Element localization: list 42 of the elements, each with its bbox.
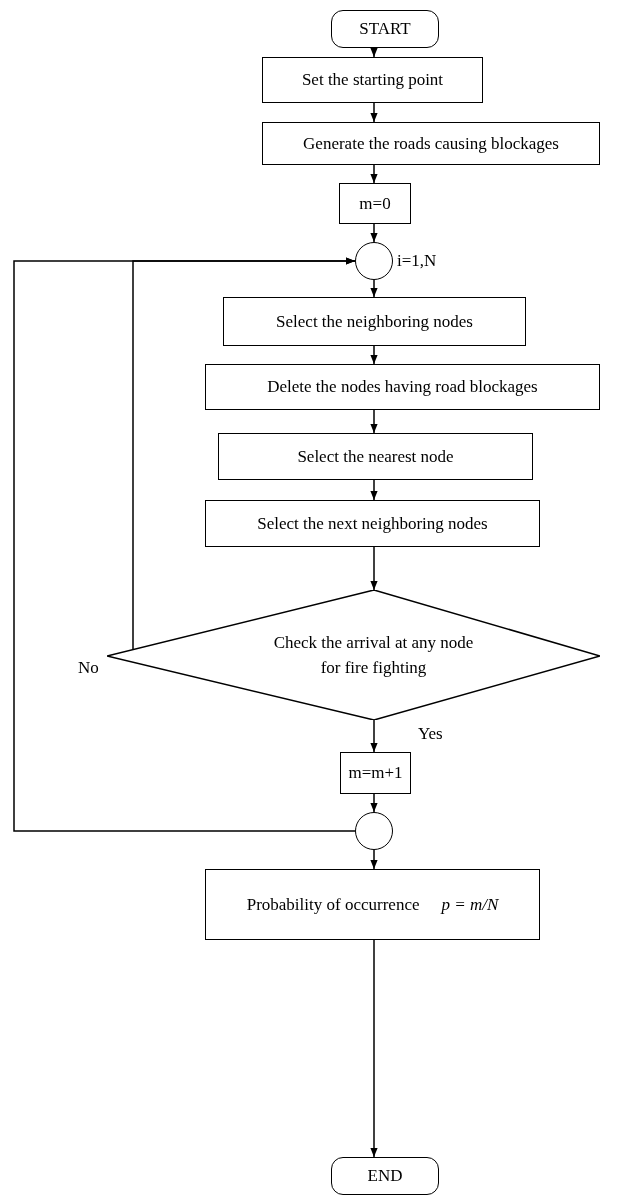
- node-label: Select the neighboring nodes: [276, 311, 473, 332]
- arrow: [370, 47, 378, 58]
- arrow: [370, 164, 378, 184]
- node-label: Select the nearest node: [297, 446, 454, 467]
- arrow: [370, 479, 378, 501]
- connector-circle: [355, 812, 393, 850]
- process-box: [262, 122, 600, 165]
- arrow: [370, 546, 378, 591]
- arrow: [370, 223, 378, 243]
- process-box: [223, 297, 526, 346]
- arrow: [370, 279, 378, 298]
- connector-circle: [355, 242, 393, 280]
- arrow: [370, 102, 378, 123]
- loop-label: i=1,N: [397, 251, 437, 271]
- arrow: [370, 719, 378, 753]
- node-label: m=m+1: [348, 763, 403, 783]
- node-label: Probability of occurrence: [246, 894, 420, 915]
- process-box: [205, 364, 600, 410]
- arrow: [370, 345, 378, 365]
- arrow: [370, 409, 378, 434]
- node-label: Set the starting point: [301, 70, 444, 90]
- node-label: END: [367, 1166, 403, 1186]
- arrow: [370, 793, 378, 813]
- terminal-box: [331, 10, 439, 48]
- process-box: [218, 433, 533, 480]
- decision-diamond: [107, 590, 600, 720]
- node-label: m=0: [359, 193, 391, 214]
- arrow: [13, 257, 356, 832]
- node-label: Generate the roads causing blockages: [303, 133, 559, 154]
- node-label: Select the next neighboring nodes: [257, 513, 488, 534]
- process-box: [205, 869, 540, 940]
- terminal-box: [331, 1157, 439, 1195]
- process-box: [262, 57, 483, 103]
- arrow: [370, 939, 378, 1158]
- process-box: [339, 183, 411, 224]
- process-box: [205, 500, 540, 547]
- node-label: Check the arrival at any node for fire fighting: [272, 631, 475, 679]
- node-label: START: [359, 19, 411, 39]
- formula: p = m/N: [441, 894, 499, 915]
- arrow: [370, 849, 378, 870]
- process-box: [340, 752, 411, 794]
- node-label: Delete the nodes having road blockages: [267, 377, 538, 397]
